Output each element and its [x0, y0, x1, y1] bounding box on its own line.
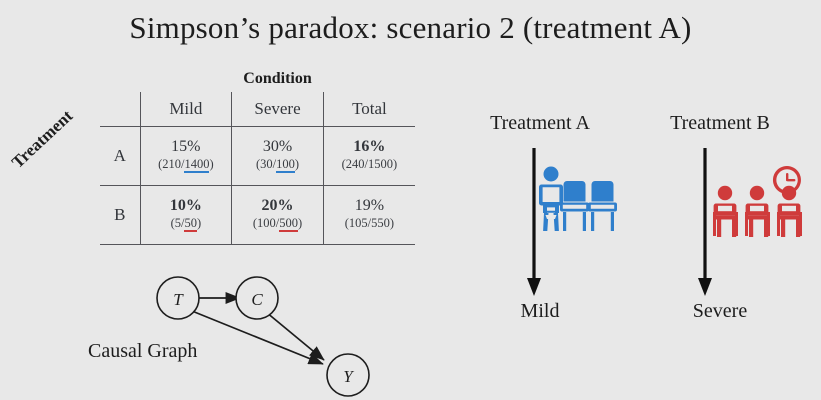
treatment-b-footer: Severe: [692, 300, 748, 322]
causal-edge-c-to-y: [265, 311, 325, 361]
fraction-denominator-underlined: 1400: [184, 157, 210, 174]
fraction-suffix: 550): [371, 216, 395, 231]
waiting-room-art-b: [712, 164, 810, 247]
cell-percent: 30%: [262, 138, 293, 156]
table-cell-b-total: 19% (105/550): [322, 185, 415, 245]
waiting-room-three-people-with-clock-icon: [713, 166, 802, 237]
table-cell-a-total: 16% (240/1500): [322, 126, 415, 186]
page-title: Simpson’s paradox: scenario 2 (treatment…: [129, 10, 692, 45]
cell-percent: 10%: [169, 197, 202, 215]
table-row-label-a: A: [100, 126, 141, 186]
cell-fraction: (105/550): [324, 215, 415, 231]
cell-fraction: (5/50): [141, 215, 232, 233]
fraction-prefix: (210/: [158, 157, 185, 172]
fraction-suffix: 1500): [368, 157, 398, 172]
treatment-a-arrow: [525, 146, 543, 303]
table-row: B 10% (5/50) 20% (100/500) 19% (105/550): [100, 185, 415, 245]
cell-fraction: (240/1500): [324, 156, 415, 172]
cell-percent: 16%: [353, 138, 386, 156]
causal-graph-caption: Causal Graph: [88, 340, 198, 362]
waiting-room-one-person-two-empty-chairs-icon: [539, 166, 617, 231]
table-row: A 15% (210/1400) 30% (30/100) 16% (240/1…: [100, 126, 415, 186]
fraction-suffix: ): [209, 157, 214, 172]
causal-node-y: Y: [326, 353, 370, 397]
treatment-b-arrow: [696, 146, 714, 303]
causal-node-y-label: Y: [343, 367, 354, 386]
table-row-group-label: Treatment: [8, 106, 77, 172]
causal-node-t-label: T: [173, 290, 184, 309]
cell-fraction: (210/1400): [141, 156, 232, 174]
clock-icon: [772, 166, 801, 194]
fraction-denominator-underlined: 50: [184, 216, 197, 233]
treatment-b-title: Treatment B: [670, 112, 770, 134]
down-arrow-icon: [527, 148, 541, 296]
table-cell-b-mild: 10% (5/50): [139, 185, 232, 245]
table-header-corner: [100, 92, 141, 127]
seated-person: [713, 185, 738, 237]
treatment-a-footer: Mild: [520, 300, 560, 322]
waiting-room-art-a: [533, 164, 621, 239]
table-cell-b-severe: 20% (100/500): [231, 185, 324, 245]
causal-graph-svg: T C Y: [156, 276, 370, 397]
cell-fraction: (30/100): [232, 156, 323, 174]
seated-person: [777, 185, 802, 237]
down-arrow-icon: [698, 148, 712, 296]
causal-graph-diagram: T C Y: [80, 265, 380, 400]
table-header-row: Mild Severe Total: [100, 92, 415, 127]
table-header-total: Total: [322, 92, 415, 127]
cell-fraction: (100/500): [232, 215, 323, 233]
fraction-prefix: (100/: [252, 216, 280, 231]
causal-edge-t-to-y: [191, 310, 324, 365]
causal-node-c: C: [235, 276, 279, 320]
fraction-denominator-underlined: 100: [276, 157, 295, 174]
table-cell-a-severe: 30% (30/100): [231, 126, 324, 186]
table-header-severe: Severe: [231, 92, 324, 127]
cell-percent: 20%: [261, 197, 294, 215]
fraction-prefix: (30/: [255, 157, 277, 172]
fraction-prefix: (240/: [341, 157, 369, 172]
causal-node-c-label: C: [251, 290, 263, 309]
statistics-table: Mild Severe Total A 15% (210/1400) 30% (…: [100, 92, 415, 245]
table-header-mild: Mild: [139, 92, 232, 127]
causal-node-t: T: [156, 276, 200, 320]
seated-person: [745, 185, 770, 237]
table-cell-a-mild: 15% (210/1400): [139, 126, 232, 186]
table-column-group-label: Condition: [243, 70, 312, 87]
cell-percent: 19%: [354, 197, 385, 215]
fraction-prefix: (105/: [344, 216, 372, 231]
fraction-suffix: ): [196, 216, 202, 231]
statistics-table-block: Condition Mild Severe Total A 15% (210/1…: [100, 70, 415, 245]
fraction-prefix: (5/: [170, 216, 185, 231]
table-row-label-b: B: [100, 185, 141, 245]
fraction-denominator-underlined: 500: [279, 216, 298, 233]
cell-percent: 15%: [171, 138, 201, 156]
treatment-a-title: Treatment A: [490, 112, 590, 134]
fraction-suffix: ): [294, 157, 300, 172]
fraction-suffix: ): [297, 216, 303, 231]
